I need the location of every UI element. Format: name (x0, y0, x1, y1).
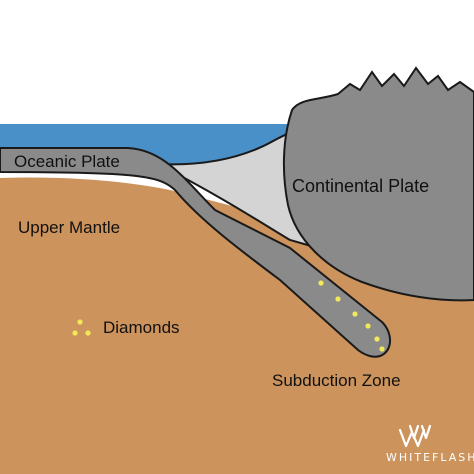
diamond-dot (379, 346, 385, 352)
brand-name: WHITEFLASH (386, 451, 474, 464)
diamond-dot (352, 311, 358, 317)
diamond-dot (335, 296, 341, 302)
diamonds-legend-icon (72, 319, 91, 336)
diamond-dot (85, 330, 91, 336)
brand-logo-icon (398, 424, 432, 448)
continental-plate (282, 66, 474, 302)
label-oceanic-plate: Oceanic Plate (14, 152, 120, 171)
label-subduction-zone: Subduction Zone (272, 371, 401, 390)
diamond-dot (374, 336, 380, 342)
slab-diamonds (318, 280, 385, 352)
diamond-dot (318, 280, 324, 286)
diamond-dot (72, 330, 78, 336)
diamond-dot (365, 323, 371, 329)
brand-logo: WHITEFLASH (386, 424, 474, 464)
label-continental-plate: Continental Plate (292, 176, 429, 196)
label-upper-mantle: Upper Mantle (18, 218, 120, 237)
diamond-dot (77, 319, 83, 325)
oceanic-plate (0, 147, 391, 358)
label-diamonds: Diamonds (103, 318, 180, 337)
